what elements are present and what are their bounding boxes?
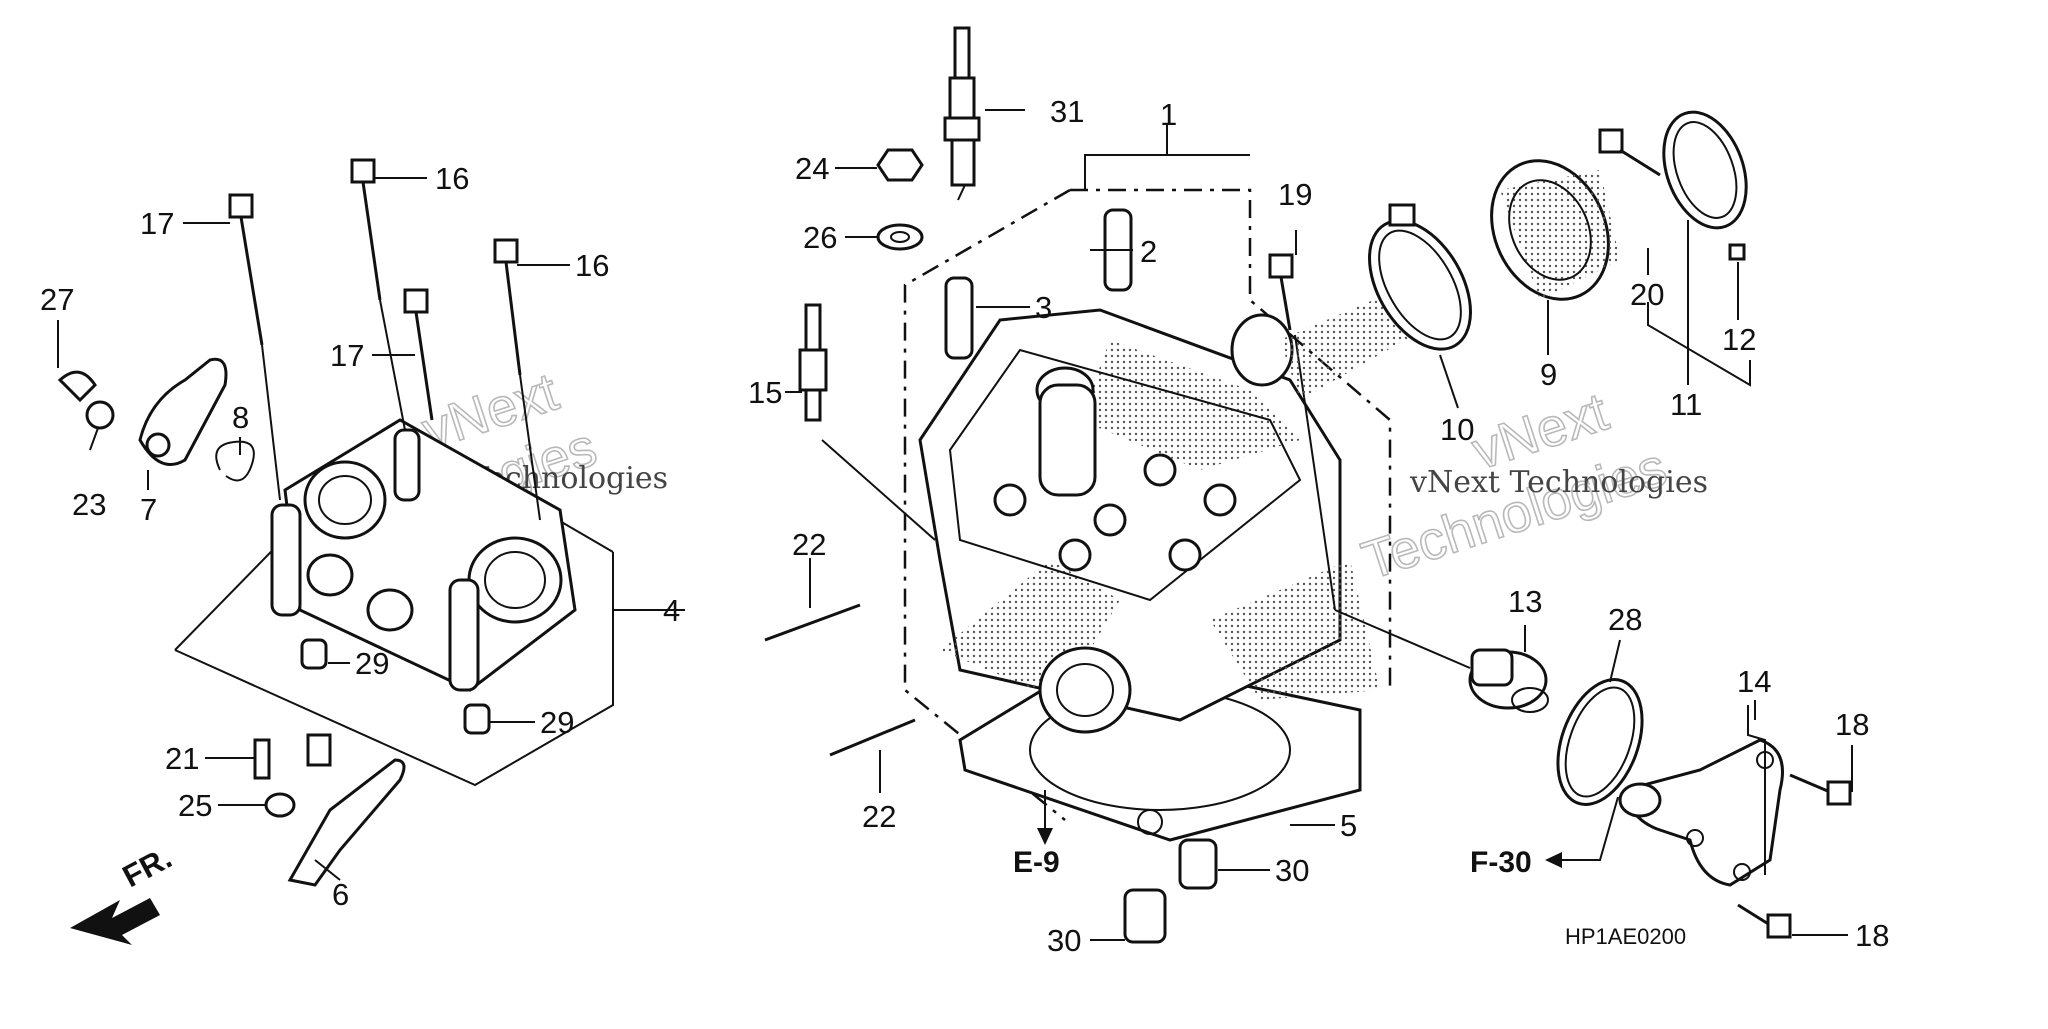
nut-25 [264,792,296,818]
clip-27 [57,370,97,403]
nut-24 [876,148,924,182]
callout-17b: 17 [330,338,364,373]
callout-25: 25 [178,788,212,823]
stud-22-lower [829,718,916,757]
thermostat-13 [1468,648,1549,713]
bolt-16-left [350,158,382,301]
intake-thermostat-group: F-30 [1280,110,1852,939]
callout-3: 3 [1035,290,1052,325]
bolt-18-lower [1737,903,1792,939]
watermark-small-right: vNext Technologies [1409,465,1708,500]
band-11 [1662,110,1748,230]
front-direction-arrow: FR. [70,840,177,945]
callout-16b: 16 [575,248,609,283]
callout-29b: 29 [540,705,574,740]
callout-22b: 22 [862,799,896,834]
diagram-code: HP1AE0200 [1565,924,1686,949]
watermark-right: vNext Technologies vNext Technologies [1354,381,1708,592]
dowel-pin-29b [463,703,491,735]
stud-22-upper [764,603,861,642]
ref-f30: F-30 [1470,846,1532,879]
dowel-30b [1123,888,1167,944]
callout-labels: 1 2 3 4 5 6 7 8 9 10 11 12 13 14 15 16 1… [40,94,1889,958]
callout-9: 9 [1540,357,1557,392]
bolt-19 [1268,253,1294,331]
band-10 [1368,219,1472,351]
valve-guide-3 [944,276,974,360]
ref-e9: E-9 [1013,846,1060,879]
callout-22a: 22 [792,527,826,562]
bolt-20 [1598,128,1661,177]
bolt-17-left [228,193,264,346]
rocker-arm-6 [287,758,406,887]
o-ring-28 [1556,678,1644,806]
callout-16a: 16 [435,161,469,196]
bolt-17-mid [403,288,434,421]
pin-23 [85,400,115,430]
callout-13: 13 [1508,584,1542,619]
callout-27: 27 [40,282,74,317]
callout-17a: 17 [140,206,174,241]
callout-19: 19 [1278,177,1312,212]
front-marker-label: FR. [117,840,178,894]
callout-20: 20 [1630,277,1664,312]
bolt-16-right [493,238,522,376]
callout-15: 15 [748,375,782,410]
callout-4: 4 [663,593,680,628]
callout-14: 14 [1737,664,1771,699]
callout-30b: 30 [1047,923,1081,958]
cylinder-head-group: E-9 [764,26,1392,944]
bolt-18-upper [1789,773,1852,806]
thermostat-cover-14 [1623,738,1784,887]
callout-29a: 29 [355,646,389,681]
spring-8 [215,440,255,482]
camshaft-holder-group: FR. [57,158,655,945]
callout-26: 26 [803,220,837,255]
sensor-15 [798,303,828,422]
callout-28: 28 [1608,602,1642,637]
callout-10: 10 [1440,412,1474,447]
callout-11: 11 [1670,387,1702,422]
callout-30a: 30 [1275,853,1309,888]
band-10-screw [1388,203,1416,227]
dowel-pin-29a [300,638,328,670]
adjuster-21 [306,733,332,767]
callout-21: 21 [165,741,199,776]
callout-23: 23 [72,487,106,522]
callout-8: 8 [232,400,249,435]
callout-18a: 18 [1835,707,1869,742]
spark-plug-31 [943,26,981,201]
callout-12: 12 [1722,322,1756,357]
screw-21 [253,738,271,780]
washer-26 [876,223,924,251]
dowel-30a [1178,838,1218,890]
callout-5: 5 [1340,808,1357,843]
callout-1: 1 [1160,97,1177,132]
callout-2: 2 [1140,234,1157,269]
callout-6: 6 [332,877,349,912]
callout-7: 7 [140,492,157,527]
callout-18b: 18 [1855,918,1889,953]
callout-24: 24 [795,151,829,186]
callout-31: 31 [1050,94,1084,129]
nut-12 [1728,243,1746,261]
